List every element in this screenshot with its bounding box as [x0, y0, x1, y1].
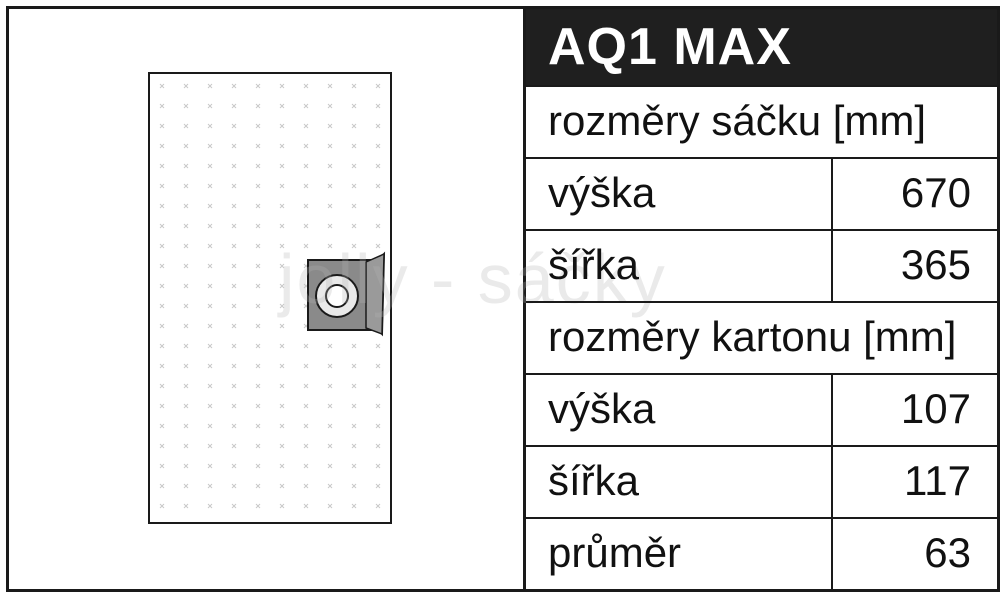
collar-hole-icon: [307, 251, 386, 337]
box-height-value: 107: [900, 385, 971, 432]
box-diameter-value: 63: [924, 529, 971, 576]
box-width-row: šířka 117: [526, 445, 997, 517]
title-bar: AQ1 MAX: [526, 9, 997, 85]
bag-height-value: 670: [900, 169, 971, 216]
bag-drawing-panel: jolly - sáčky: [9, 9, 665, 589]
box-width-value: 117: [904, 457, 971, 504]
box-dimensions-heading-row: rozměry kartonu [mm]: [526, 301, 997, 373]
box-height-label: výška: [548, 385, 656, 432]
bag-height-label: výška: [548, 169, 656, 216]
box-height-row: výška 107: [526, 373, 997, 445]
bag-dimensions-heading: rozměry sáčku [mm]: [548, 97, 927, 144]
vacuum-bag-drawing: [148, 72, 392, 524]
column-divider: [831, 375, 833, 445]
product-title: AQ1 MAX: [548, 18, 792, 76]
column-divider: [831, 519, 833, 589]
product-card: jolly - sáčky AQ1 MAX rozměry sáčku [mm]…: [6, 6, 1000, 592]
watermark-text: jolly - sáčky: [279, 240, 667, 318]
bag-pattern: [150, 74, 390, 522]
bag-width-row: šířka 365: [526, 229, 997, 301]
box-width-label: šířka: [548, 457, 640, 504]
column-divider: [831, 447, 833, 517]
spec-table: AQ1 MAX rozměry sáčku [mm] výška 670 šíř…: [526, 9, 997, 589]
bag-height-row: výška 670: [526, 157, 997, 229]
bag-width-value: 365: [900, 241, 971, 288]
column-divider: [831, 231, 833, 301]
box-diameter-row: průměr 63: [526, 517, 997, 589]
box-dimensions-heading: rozměry kartonu [mm]: [548, 313, 957, 360]
box-diameter-label: průměr: [548, 529, 682, 576]
bag-dimensions-heading-row: rozměry sáčku [mm]: [526, 85, 997, 157]
column-divider: [831, 159, 833, 229]
bag-width-label: šířka: [548, 241, 640, 288]
